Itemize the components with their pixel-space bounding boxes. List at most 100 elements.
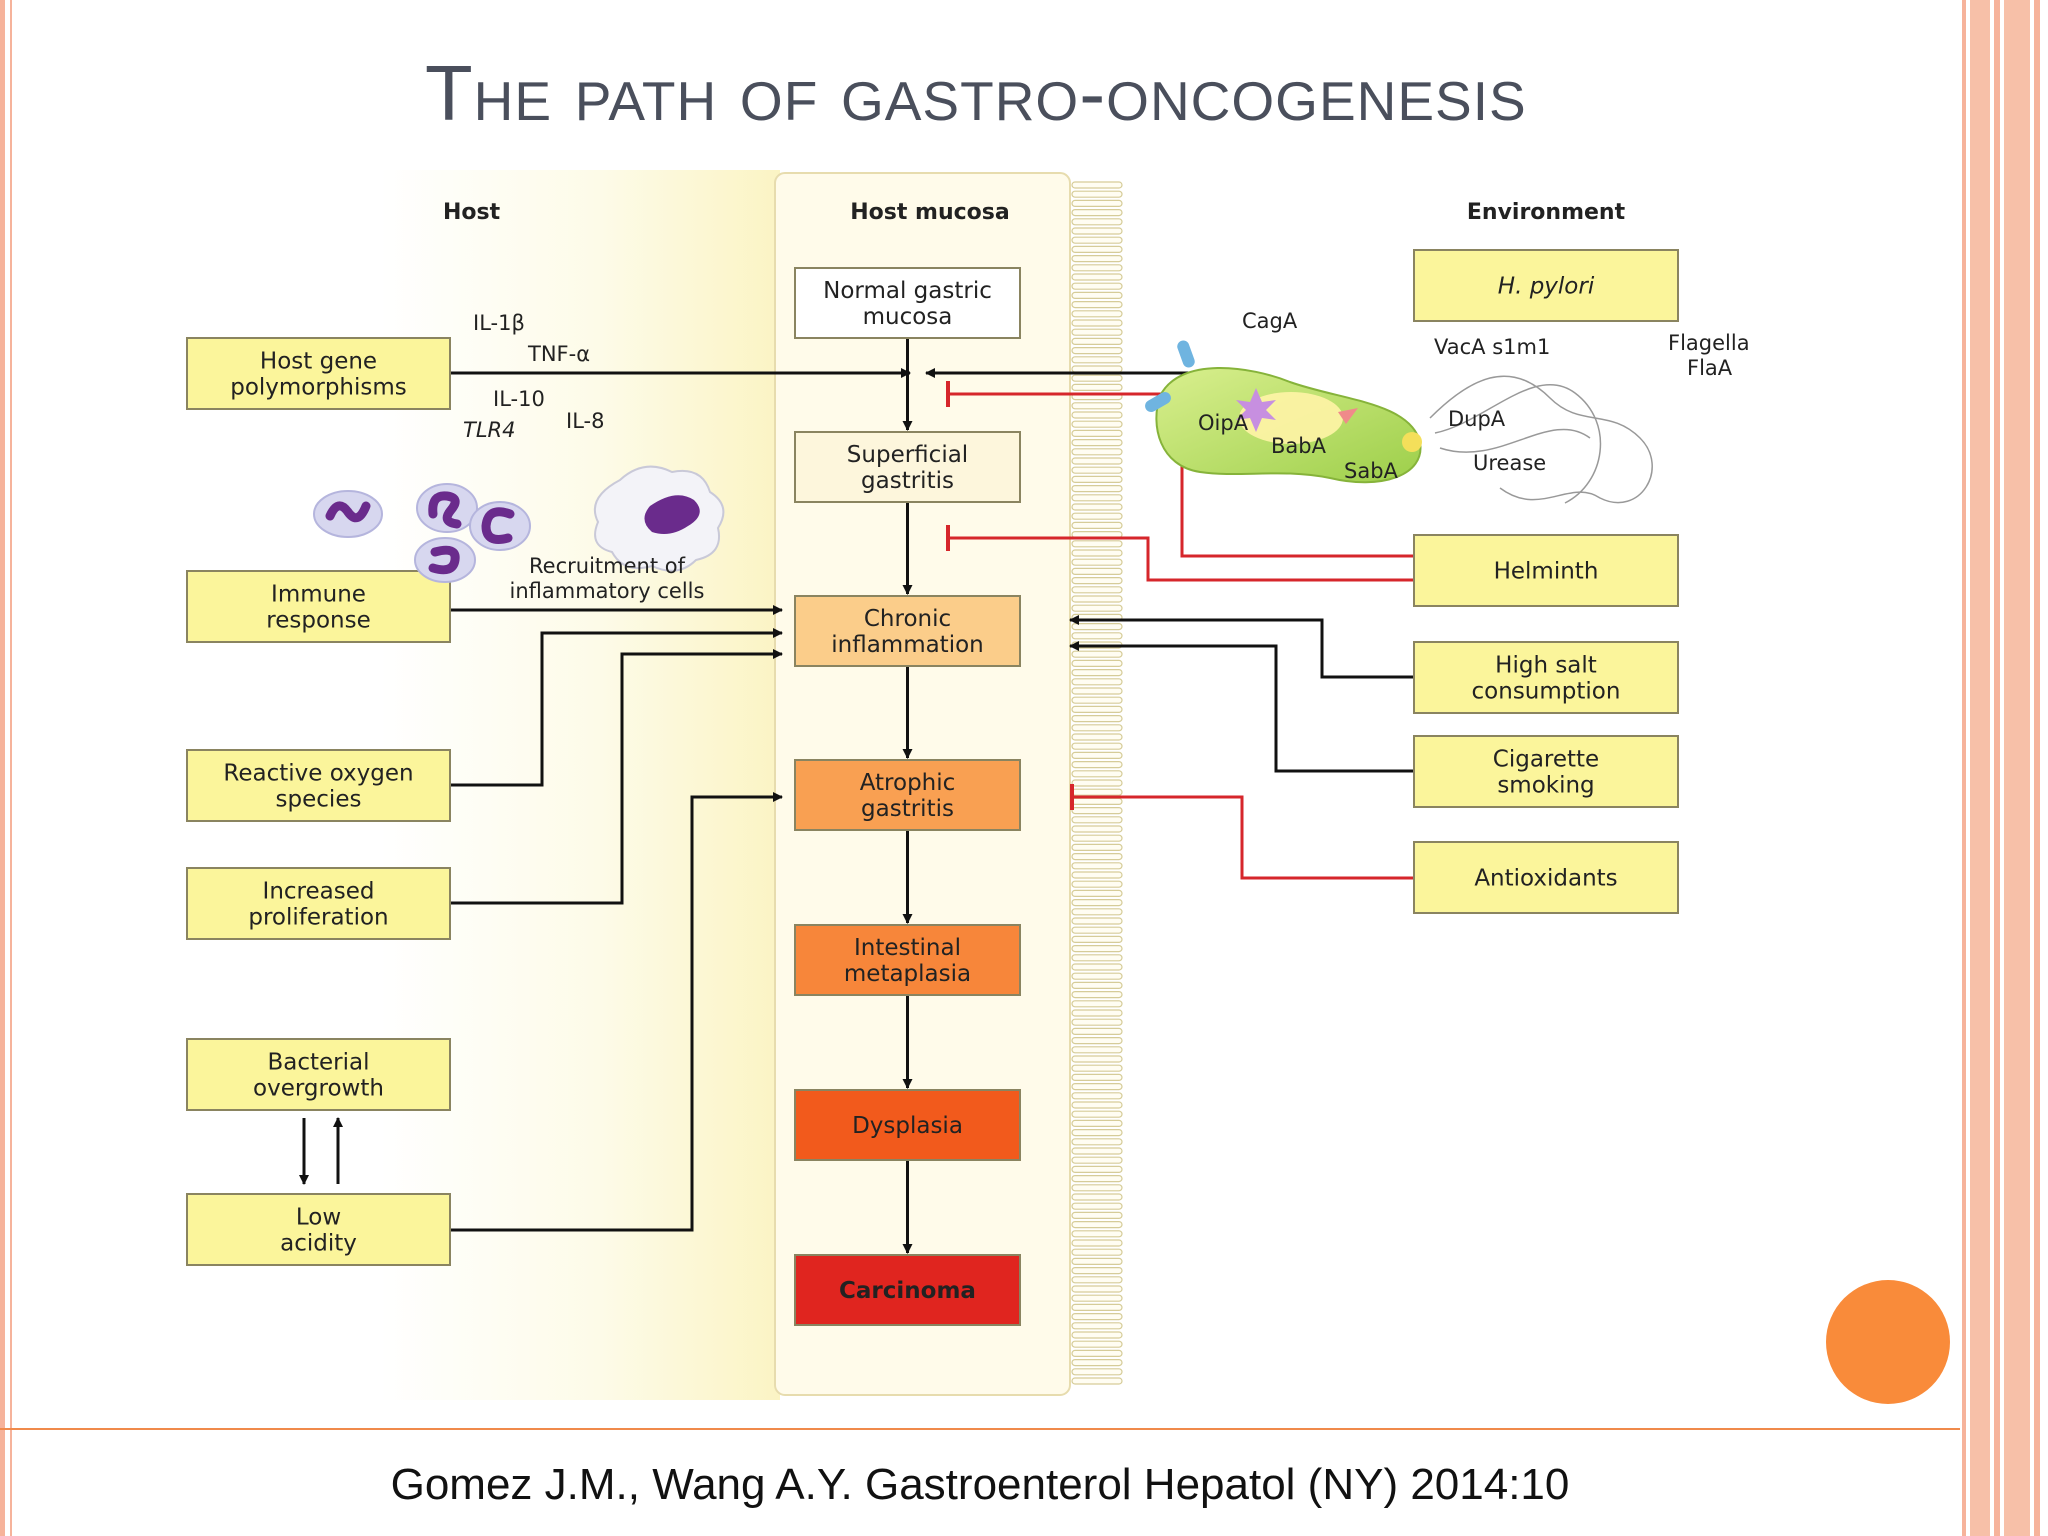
epithelial-cell-6 [1071,227,1123,235]
epithelial-cell-85 [1071,954,1123,962]
env-box-hpylori-label-line1: H. pylori [1498,274,1595,300]
recruitment-label-line2: inflammatory cells [510,579,705,603]
host-box-acid-frame [186,1193,451,1266]
right-border-stripe-4 [2004,0,2030,1536]
epithelial-cell-5 [1071,218,1123,226]
stage-box-6-label-line1: Dysplasia [852,1113,963,1139]
epithelial-cell-36 [1071,503,1123,511]
epithelial-cell-52 [1071,650,1123,658]
epithelial-cell-42 [1071,558,1123,566]
epithelial-cell-47 [1071,604,1123,612]
epithelial-cell-87 [1071,972,1123,980]
epithelial-cell-62 [1071,742,1123,750]
host-factor-boxes: Host genepolymorphismsImmuneresponseReac… [186,337,451,1266]
recruitment-label-line1: Recruitment of [529,554,686,578]
epithelial-cell-2 [1071,190,1123,198]
host-box-immune-frame [186,570,451,643]
epithelial-cell-93 [1071,1027,1123,1036]
virulence-caga: CagA [1242,309,1298,333]
epithelial-cell-3 [1071,199,1123,208]
epithelial-cell-18 [1071,337,1123,345]
env-box-antiox-label-line1: Antioxidants [1474,866,1617,892]
epithelial-cell-66 [1071,779,1123,787]
host-box-immune-label-line2: response [266,608,370,634]
mucosa-header: Host mucosa [850,200,1009,225]
epithelial-cell-113 [1071,1211,1123,1220]
epithelial-cell-8 [1071,245,1123,254]
host-box-acid-label-line1: Low [296,1205,341,1231]
monocyte-icon [414,537,476,583]
stage-box-5-label-line2: metaplasia [844,961,971,987]
env-box-smoking-label-line2: smoking [1497,773,1594,799]
left-border-stripe-inner [10,0,12,1536]
epithelial-cell-59 [1071,714,1123,723]
epithelial-cell-128 [1071,1349,1123,1358]
epithelial-cell-95 [1071,1046,1123,1054]
epithelial-cell-41 [1071,549,1123,557]
epithelial-cell-29 [1071,439,1123,447]
epithelial-cell-115 [1071,1230,1123,1238]
epithelial-cell-61 [1071,733,1123,741]
epithelial-cell-57 [1071,696,1123,704]
epithelial-cell-82 [1071,926,1123,934]
epithelial-cell-75 [1071,862,1123,870]
arrow-salt-to-inflammation [1069,615,1414,679]
epithelial-cell-26 [1071,411,1123,419]
left-border-stripe [0,0,5,1536]
stage-box-3-frame [794,595,1021,667]
epithelial-cell-121 [1071,1285,1123,1293]
epithelial-cell-89 [1071,990,1123,999]
stage-box-1-frame [794,267,1021,339]
epithelial-cell-92 [1071,1018,1123,1026]
epithelial-cell-76 [1071,871,1123,879]
epithelial-cell-131 [1071,1377,1123,1385]
epithelial-cell-25 [1071,402,1123,410]
epithelial-cell-86 [1071,963,1123,971]
epithelial-cell-116 [1071,1239,1123,1247]
environment-header: Environment [1467,200,1626,225]
stage-box-4-frame [794,759,1021,831]
env-box-salt-label-line1: High salt [1495,653,1597,679]
host-header: Host [443,200,501,225]
stage-box-3-label-line2: inflammation [831,632,984,658]
epithelial-cell-30 [1071,448,1123,456]
right-border-stripe-2 [1970,0,1990,1536]
epithelial-cell-122 [1071,1294,1123,1302]
epithelial-cell-130 [1071,1368,1123,1376]
env-box-hpylori-frame [1413,249,1679,322]
virulence-oipa: OipA [1198,411,1249,435]
epithelial-cell-117 [1071,1248,1123,1256]
epithelial-cell-23 [1071,383,1123,391]
epithelial-cell-80 [1071,908,1123,916]
epithelial-cell-72 [1071,834,1123,842]
stage-box-2-label-line2: gastritis [861,468,954,494]
env-box-hpylori: H. pylori [1413,249,1679,322]
epithelial-cell-16 [1071,319,1123,327]
epithelial-cell-67 [1071,788,1123,796]
virulence-flagella: Flagella [1668,331,1750,355]
host-box-prolif-label-line2: proliferation [248,905,388,931]
stage-box-3-label-line1: Chronic [864,606,951,632]
epithelial-cell-53 [1071,659,1123,667]
virulence-dupa: DupA [1448,407,1506,431]
epithelial-cell-14 [1071,301,1123,309]
epithelial-cell-65 [1071,770,1123,778]
virulence-saba: SabA [1344,459,1399,483]
epithelial-cell-54 [1071,669,1123,677]
epithelial-cell-127 [1071,1340,1123,1348]
epithelial-cell-81 [1071,917,1123,925]
epithelial-cell-43 [1071,567,1123,575]
epithelial-cell-70 [1071,816,1123,824]
epithelial-cell-64 [1071,760,1123,769]
epithelial-cell-110 [1071,1184,1123,1192]
epithelial-cell-118 [1071,1257,1123,1266]
epithelial-cell-22 [1071,374,1123,382]
arrow-smoking-to-inflammation [1069,641,1414,773]
inhibit-helminth-2 [948,536,1414,582]
